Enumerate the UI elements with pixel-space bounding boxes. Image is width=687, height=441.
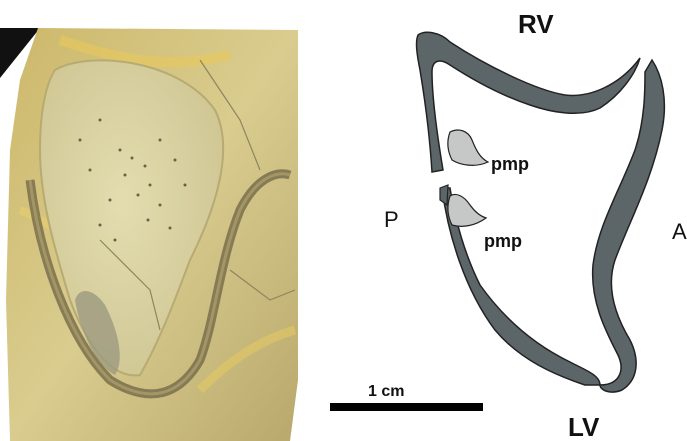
label-p: P xyxy=(384,207,399,232)
scale-bar xyxy=(330,403,483,411)
scale-label: 1 cm xyxy=(368,383,404,400)
muscle-scar-lower xyxy=(448,194,486,226)
label-a: A xyxy=(672,219,687,244)
label-pmp-upper: pmp xyxy=(491,154,529,174)
muscle-scar-upper xyxy=(448,130,488,165)
label-pmp-lower: pmp xyxy=(484,231,522,251)
shell-anterior-limb xyxy=(593,60,665,392)
fossil-photo xyxy=(0,0,300,441)
shell-diagram: RV LV P A pmp pmp 1 cm xyxy=(300,0,687,441)
label-rv: RV xyxy=(518,9,554,39)
hinge-tooth xyxy=(440,185,448,205)
label-lv: LV xyxy=(568,412,600,441)
